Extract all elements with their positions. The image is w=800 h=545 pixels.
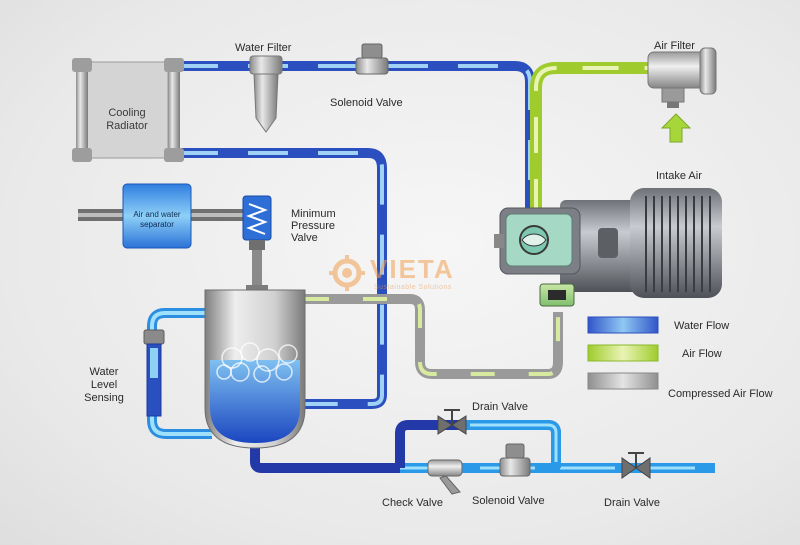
label-water-filter: Water Filter: [235, 42, 292, 54]
check-valve: [427, 459, 463, 495]
label-solenoid-valve-bottom: Solenoid Valve: [472, 495, 545, 507]
water-pipes: [78, 61, 715, 473]
legend-swatch-air: [587, 344, 659, 362]
legend-label-air: Air Flow: [682, 348, 722, 360]
valve-icon: [437, 409, 467, 435]
label-air-filter: Air Filter: [654, 40, 695, 52]
legend: [587, 316, 659, 390]
watermark: VIETA Sustainable Solutions: [328, 252, 478, 298]
legend-swatch-compressed-air: [587, 372, 659, 390]
watermark-brand: VIETA: [370, 254, 455, 284]
air-water-separator: [122, 183, 192, 249]
air-filter: [647, 47, 717, 108]
label-drain-valve-right: Drain Valve: [604, 497, 661, 509]
label-separator: Air and water separator: [133, 210, 181, 229]
cooling-radiator: [72, 58, 184, 162]
air-pipes: [530, 62, 650, 215]
legend-swatch-water: [587, 316, 659, 334]
label-check-valve: Check Valve: [382, 497, 443, 509]
drain-valve-right: [621, 452, 651, 479]
watermark-tagline: Sustainable Solutions: [374, 284, 452, 291]
label-min-pressure-valve: Minimum Pressure Valve: [291, 208, 336, 244]
arrow-up-icon: [660, 113, 692, 143]
solenoid-valve-bottom: [499, 443, 531, 477]
solenoid-valve-top: [355, 43, 389, 75]
label-intake-air: Intake Air: [656, 170, 702, 182]
label-cooling-radiator: Cooling Radiator: [106, 107, 148, 132]
legend-label-water: Water Flow: [674, 320, 730, 332]
label-solenoid-valve-top: Solenoid Valve: [330, 97, 403, 109]
legend-label-compressed-air: Compressed Air Flow: [668, 388, 773, 400]
separator-tank: [204, 285, 306, 449]
water-filter: [249, 55, 283, 133]
compressor-motor: [494, 188, 722, 307]
label-drain-valve-top: Drain Valve: [472, 401, 529, 413]
gear-icon: [329, 255, 365, 291]
min-pressure-valve: [242, 195, 272, 250]
water-level-sensor: [143, 329, 165, 417]
label-water-level-sensing: Water Level Sensing: [84, 366, 124, 404]
